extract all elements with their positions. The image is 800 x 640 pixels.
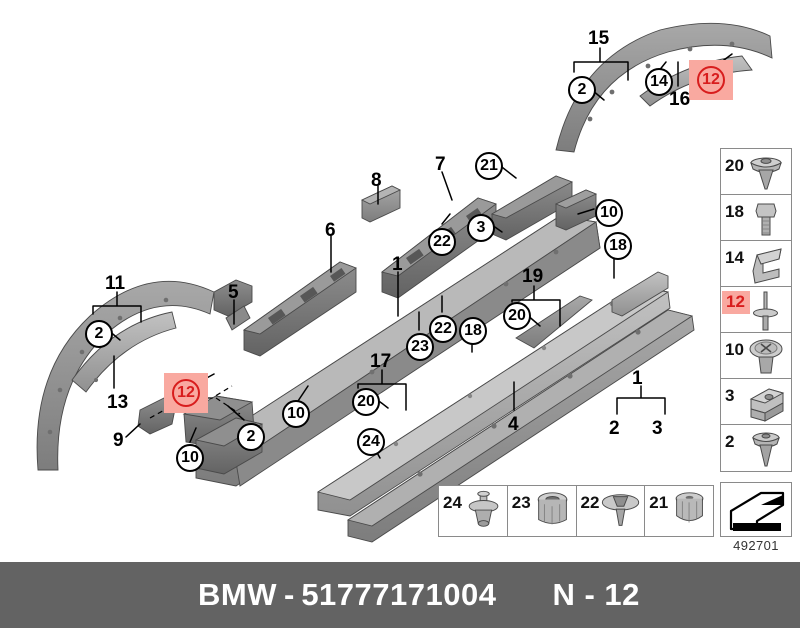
wide-head-clip-icon xyxy=(599,486,643,536)
callout-18[interactable]: 18 xyxy=(459,317,487,345)
barrel-plug-icon xyxy=(668,486,712,536)
callout-22[interactable]: 22 xyxy=(429,315,457,343)
brand-label: BMW xyxy=(198,577,277,612)
hex-bolt-icon xyxy=(743,195,789,240)
legend-cell-23[interactable]: 23 xyxy=(508,486,577,536)
callout-10[interactable]: 10 xyxy=(282,400,310,428)
callout-4[interactable]: 4 xyxy=(508,414,519,435)
callout-14[interactable]: 14 xyxy=(645,68,673,96)
spring-clip-icon xyxy=(743,241,789,286)
legend-cell-2[interactable]: 2 xyxy=(721,425,791,471)
callout-11[interactable]: 11 xyxy=(105,273,126,294)
legend-cell-3[interactable]: 3 xyxy=(721,379,791,425)
callout-6[interactable]: 6 xyxy=(325,220,336,241)
callout-17[interactable]: 17 xyxy=(370,351,392,372)
legend-number-21: 21 xyxy=(649,493,669,512)
callout-20[interactable]: 20 xyxy=(352,388,380,416)
callout-19[interactable]: 19 xyxy=(522,266,544,287)
callout-24[interactable]: 24 xyxy=(357,428,385,456)
callout-23[interactable]: 23 xyxy=(406,333,434,361)
legend-column: 20 18 14 12 10 3 2 xyxy=(720,148,792,472)
callout-22[interactable]: 22 xyxy=(428,228,456,256)
legend-number-2: 2 xyxy=(725,432,735,451)
callout-12[interactable]: 12 xyxy=(697,66,725,94)
legend-number-18: 18 xyxy=(725,202,744,221)
callout-2[interactable]: 2 xyxy=(609,418,620,439)
diagram-id-label: 492701 xyxy=(733,538,779,553)
legend-number-22: 22 xyxy=(580,493,600,512)
part-number-label: 51777171004 xyxy=(301,577,497,612)
callout-5[interactable]: 5 xyxy=(228,282,239,303)
part-arch-insert-13 xyxy=(71,311,177,393)
part-wheel-arch-rear xyxy=(555,22,773,153)
legend-cell-14[interactable]: 14 xyxy=(721,241,791,287)
legend-cell-21[interactable]: 21 xyxy=(645,486,713,536)
callout-8[interactable]: 8 xyxy=(371,170,382,191)
legend-cell-12[interactable]: 12 xyxy=(721,287,791,333)
direction-arrow-icon xyxy=(729,491,785,531)
callout-18[interactable]: 18 xyxy=(604,232,632,260)
expanding-rivet-icon xyxy=(462,486,506,536)
callout-20[interactable]: 20 xyxy=(503,302,531,330)
part-wedge-19 xyxy=(515,295,593,349)
callout-12[interactable]: 12 xyxy=(172,379,200,407)
socket-grommet-icon xyxy=(531,486,575,536)
legend-number-20: 20 xyxy=(725,156,744,175)
footer-bottom-padding xyxy=(0,628,800,640)
legend-row: 24 23 22 21 xyxy=(438,485,714,537)
legend-number-10: 10 xyxy=(725,340,744,359)
pin-rivet-icon xyxy=(743,287,789,332)
footer-bar: BMW - 51777171004 N - 12 xyxy=(0,562,800,628)
cross-head-plug-icon xyxy=(743,333,789,378)
legend-cell-24[interactable]: 24 xyxy=(439,486,508,536)
push-pin-icon xyxy=(743,425,789,471)
legend-cell-22[interactable]: 22 xyxy=(577,486,646,536)
callout-3[interactable]: 3 xyxy=(467,214,495,242)
legend-number-12: 12 xyxy=(722,291,750,314)
legend-cell-10[interactable]: 10 xyxy=(721,333,791,379)
callout-1[interactable]: 1 xyxy=(632,368,643,389)
part-clip-3 xyxy=(611,271,669,317)
callout-2[interactable]: 2 xyxy=(568,76,596,104)
legend-cell-20[interactable]: 20 xyxy=(721,149,791,195)
legend-number-23: 23 xyxy=(511,493,531,512)
legend-number-14: 14 xyxy=(725,248,744,267)
footer-separator: - xyxy=(283,577,295,612)
rivet-stepped-icon xyxy=(743,149,789,194)
callout-10[interactable]: 10 xyxy=(176,444,204,472)
legend-number-24: 24 xyxy=(443,493,462,512)
callout-3[interactable]: 3 xyxy=(652,418,663,439)
direction-arrow-box xyxy=(720,482,792,537)
callout-9[interactable]: 9 xyxy=(113,430,124,451)
callout-2[interactable]: 2 xyxy=(237,423,265,451)
page-code-label: N - 12 xyxy=(552,577,640,612)
callout-2[interactable]: 2 xyxy=(85,320,113,348)
callout-13[interactable]: 13 xyxy=(107,392,129,413)
callout-15[interactable]: 15 xyxy=(588,28,610,49)
callout-10[interactable]: 10 xyxy=(595,199,623,227)
cage-nut-clip-icon xyxy=(743,379,789,424)
callout-21[interactable]: 21 xyxy=(475,152,503,180)
callout-1[interactable]: 1 xyxy=(392,254,403,275)
callout-16[interactable]: 16 xyxy=(669,89,691,110)
legend-cell-18[interactable]: 18 xyxy=(721,195,791,241)
callout-7[interactable]: 7 xyxy=(435,154,446,175)
legend-number-3: 3 xyxy=(725,386,735,405)
